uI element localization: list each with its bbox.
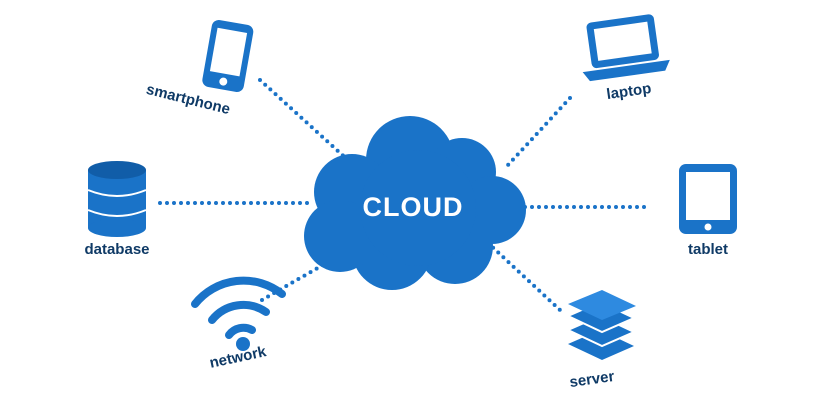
connector-server <box>486 241 562 312</box>
connector-smartphone <box>258 78 352 164</box>
cloud-icon <box>304 116 526 290</box>
tablet-label: tablet <box>688 241 728 258</box>
database-icon <box>87 161 147 237</box>
database-label: database <box>84 241 149 258</box>
cloud-label: CLOUD <box>363 192 464 222</box>
node-smartphone: smartphone <box>144 19 254 118</box>
server-stack-icon <box>565 290 637 360</box>
server-label: server <box>568 368 615 391</box>
cloud-node: CLOUD <box>304 116 526 290</box>
laptop-label: laptop <box>605 80 652 103</box>
node-tablet: tablet <box>679 164 737 258</box>
node-database: database <box>84 161 150 258</box>
laptop-icon <box>582 14 670 82</box>
node-network: network <box>191 276 286 372</box>
node-server: server <box>565 290 637 391</box>
tablet-icon <box>679 164 737 234</box>
node-laptop: laptop <box>582 14 670 103</box>
smartphone-icon <box>202 19 254 93</box>
wifi-icon <box>191 276 286 351</box>
connector-laptop <box>506 96 572 167</box>
